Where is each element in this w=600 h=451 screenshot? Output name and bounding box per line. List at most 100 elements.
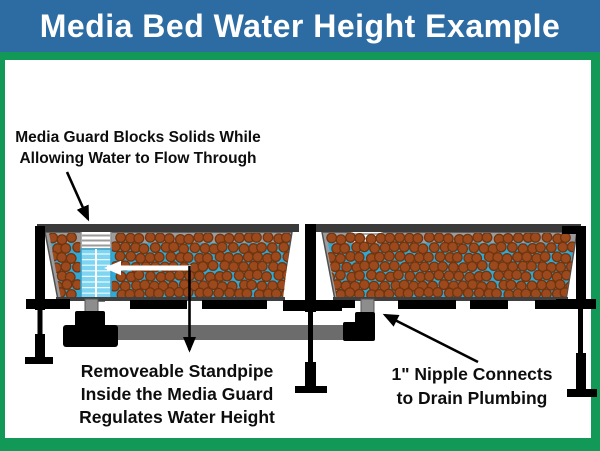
nipple-label: 1" Nipple Connects to Drain Plumbing bbox=[372, 363, 572, 410]
media-ball bbox=[326, 233, 338, 244]
left-bed-bottom bbox=[56, 297, 285, 301]
standpipe-label: Removeable Standpipe Inside the Media Gu… bbox=[58, 360, 296, 429]
media-ball bbox=[164, 270, 176, 282]
media-ball bbox=[419, 261, 430, 273]
media-guard bbox=[80, 229, 112, 302]
media-ball bbox=[413, 286, 425, 298]
nipple-label-line2: to Drain Plumbing bbox=[396, 387, 548, 408]
media-ball bbox=[154, 233, 166, 244]
media-ball bbox=[250, 233, 262, 243]
standpipe-label-line1: Removeable Standpipe bbox=[80, 361, 274, 381]
media-ball bbox=[529, 233, 541, 243]
media-ball bbox=[392, 269, 404, 281]
media-ball bbox=[246, 279, 258, 291]
media-ball bbox=[223, 233, 235, 244]
media-ball bbox=[535, 242, 546, 254]
media-ball bbox=[521, 251, 533, 263]
media-ball bbox=[384, 233, 396, 244]
media-ball bbox=[413, 252, 425, 264]
nipple-callout-line bbox=[382, 313, 479, 364]
media-ball bbox=[238, 261, 250, 273]
drain-pipe bbox=[110, 325, 352, 340]
left-nipple bbox=[84, 298, 99, 314]
media-ball bbox=[476, 260, 488, 271]
media-ball bbox=[488, 260, 500, 272]
media-ball bbox=[329, 261, 341, 273]
media-ball bbox=[153, 287, 164, 299]
standpipe-label-line3: Regulates Water Height bbox=[79, 407, 275, 427]
media-ball bbox=[480, 270, 492, 282]
right-drain-elbow bbox=[343, 312, 375, 341]
media-ball bbox=[115, 271, 127, 283]
media-ball bbox=[65, 288, 77, 299]
media-ball bbox=[334, 253, 346, 264]
media-ball bbox=[133, 233, 145, 244]
media-ball bbox=[512, 251, 523, 263]
rail-segment bbox=[342, 300, 355, 308]
right-bed-bottom bbox=[333, 297, 568, 301]
media-ball bbox=[560, 252, 572, 264]
media-ball bbox=[251, 269, 263, 281]
media-ball bbox=[557, 241, 569, 253]
media-ball bbox=[216, 241, 228, 253]
media-ball bbox=[114, 250, 126, 262]
media-ball bbox=[374, 271, 386, 283]
media-ball bbox=[428, 242, 440, 254]
media-ball bbox=[174, 269, 185, 281]
media-ball bbox=[394, 250, 406, 262]
right-nipple bbox=[360, 298, 375, 315]
media-ball bbox=[213, 287, 225, 299]
media-ball bbox=[207, 260, 219, 271]
media-ball bbox=[388, 241, 400, 253]
media-ball bbox=[66, 233, 77, 243]
media-ball bbox=[183, 233, 195, 245]
rail-segment bbox=[130, 300, 187, 309]
media-ball bbox=[182, 286, 194, 298]
media-ball bbox=[149, 242, 161, 254]
media-ball bbox=[493, 270, 505, 282]
rail-segment bbox=[398, 300, 456, 309]
media-ball bbox=[559, 233, 571, 244]
media-ball bbox=[345, 233, 356, 243]
media-ball bbox=[173, 286, 185, 298]
media-ball bbox=[252, 251, 264, 263]
media-ball bbox=[404, 270, 416, 282]
media-ball bbox=[233, 270, 245, 282]
media-ball bbox=[375, 233, 387, 244]
media-ball bbox=[423, 270, 435, 282]
media-ball bbox=[256, 260, 268, 272]
media-ball bbox=[541, 233, 553, 243]
media-ball bbox=[471, 252, 483, 264]
media-ball bbox=[409, 261, 421, 273]
media-ball bbox=[153, 251, 165, 263]
media-ball bbox=[511, 269, 523, 281]
media-ball bbox=[369, 242, 381, 254]
right-bed-rim bbox=[315, 224, 581, 232]
media-ball bbox=[56, 251, 68, 263]
media-ball bbox=[502, 233, 514, 244]
media-ball bbox=[443, 270, 455, 282]
media-ball bbox=[339, 242, 351, 254]
media-ball bbox=[495, 241, 507, 253]
frame-leg-right bbox=[556, 226, 597, 397]
media-ball bbox=[505, 279, 517, 291]
media-ball bbox=[433, 269, 445, 281]
media-ball bbox=[373, 251, 385, 263]
media-ball bbox=[221, 270, 233, 282]
media-ball bbox=[270, 251, 282, 263]
media-ball bbox=[266, 242, 278, 254]
media-ball bbox=[65, 253, 77, 264]
drain-plumbing bbox=[63, 298, 375, 347]
media-ball bbox=[512, 233, 524, 244]
media-ball bbox=[358, 279, 370, 291]
media-ball bbox=[365, 269, 377, 281]
media-ball bbox=[202, 287, 214, 299]
media-ball bbox=[144, 252, 156, 264]
media-ball bbox=[520, 271, 532, 283]
media-ball bbox=[383, 250, 395, 262]
frame-leg-middle bbox=[283, 224, 342, 393]
media-ball bbox=[466, 261, 478, 272]
media-ball bbox=[412, 233, 424, 244]
